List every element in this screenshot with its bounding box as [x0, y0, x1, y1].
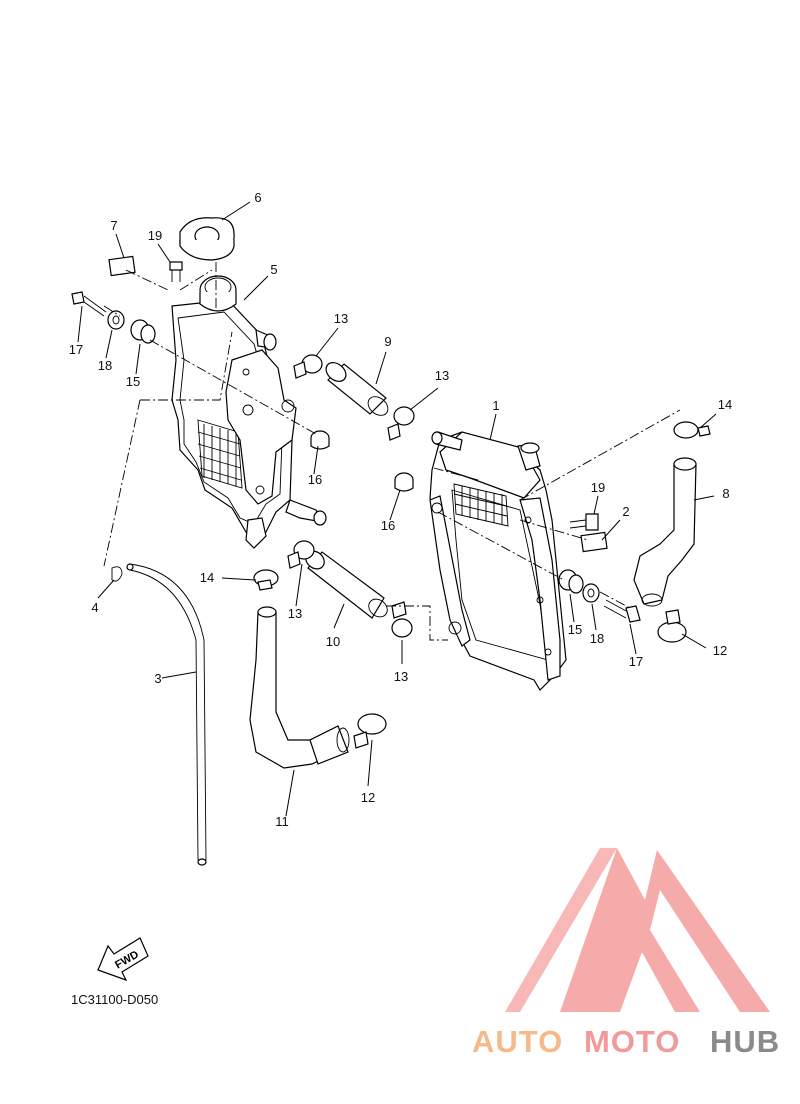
callout-labels: 1 2 3 4 5 6 7 8 9 10 11 12 12 13 13 13 1…	[69, 190, 732, 829]
screw-19-right	[569, 513, 599, 531]
diagram-code: 1C31100-D050	[71, 992, 158, 1007]
callout-12-right: 12	[713, 643, 727, 658]
callout-13-d: 13	[394, 669, 408, 684]
callout-13-a: 13	[334, 311, 348, 326]
watermark-auto: AUTO	[472, 1024, 563, 1059]
callout-1: 1	[492, 398, 499, 413]
callout-17-right: 17	[629, 654, 643, 669]
callout-13-c: 13	[288, 606, 302, 621]
callout-8: 8	[722, 486, 729, 501]
hose-8	[633, 457, 697, 607]
leader-lines	[77, 201, 717, 817]
hose-10	[305, 550, 388, 619]
callout-18-left: 18	[98, 358, 112, 373]
clamp-12-right	[657, 609, 687, 643]
callout-10: 10	[326, 634, 340, 649]
callout-12-bottom: 12	[361, 790, 375, 805]
watermark-moto: MOTO	[584, 1024, 680, 1059]
callout-7: 7	[110, 218, 117, 233]
radiator-cap	[179, 217, 235, 261]
clamp-13-b	[387, 406, 415, 441]
callout-19-right: 19	[591, 480, 605, 495]
watermark-hub: HUB	[710, 1024, 780, 1059]
clamp-14-left	[253, 569, 279, 591]
callout-16-right: 16	[381, 518, 395, 533]
callout-14-right: 14	[718, 397, 732, 412]
collar-16-right	[394, 472, 414, 492]
callout-14-left: 14	[200, 570, 214, 585]
clamp-13-c	[287, 540, 315, 569]
watermark-text: AUTO MOTO HUB	[472, 1024, 780, 1059]
watermark-inner	[505, 848, 617, 1012]
grommet-15-left	[130, 319, 156, 344]
clamp-13-a	[293, 354, 323, 379]
callout-2: 2	[622, 504, 629, 519]
callout-11: 11	[275, 814, 289, 829]
callout-15-left: 15	[126, 374, 140, 389]
callout-9: 9	[384, 334, 391, 349]
callout-19-left: 19	[148, 228, 162, 243]
callout-13-b: 13	[435, 368, 449, 383]
callout-5: 5	[270, 262, 277, 277]
hose-9	[325, 362, 389, 416]
collar-16-left	[310, 430, 330, 450]
left-radiator	[171, 275, 327, 549]
hose-11	[249, 606, 350, 769]
callout-6: 6	[254, 190, 261, 205]
fwd-arrow-icon: FWD	[97, 937, 149, 982]
bolt-17-left	[71, 291, 107, 317]
clip-4	[111, 566, 123, 582]
right-radiator-core	[453, 483, 509, 527]
clamp-13-d	[391, 601, 413, 638]
clamp-12-bottom	[353, 713, 387, 749]
overflow-tube-3	[126, 563, 207, 866]
washer-18-right	[582, 583, 600, 603]
callout-3: 3	[154, 671, 161, 686]
clamp-14-right	[673, 421, 711, 439]
caution-label-2	[580, 531, 608, 553]
watermark-logo	[505, 848, 770, 1012]
bolt-17-right	[603, 599, 641, 623]
watermark-triangle	[560, 848, 770, 1012]
screw-19-left	[169, 261, 183, 282]
assembly-lines	[103, 262, 681, 641]
callout-4: 4	[91, 600, 98, 615]
callout-18-right: 18	[590, 631, 604, 646]
callout-15-right: 15	[568, 622, 582, 637]
right-radiator	[429, 431, 567, 691]
callout-16-left: 16	[308, 472, 322, 487]
callout-17-left: 17	[69, 342, 83, 357]
grommet-15-right	[558, 569, 584, 594]
left-radiator-core	[197, 419, 243, 489]
